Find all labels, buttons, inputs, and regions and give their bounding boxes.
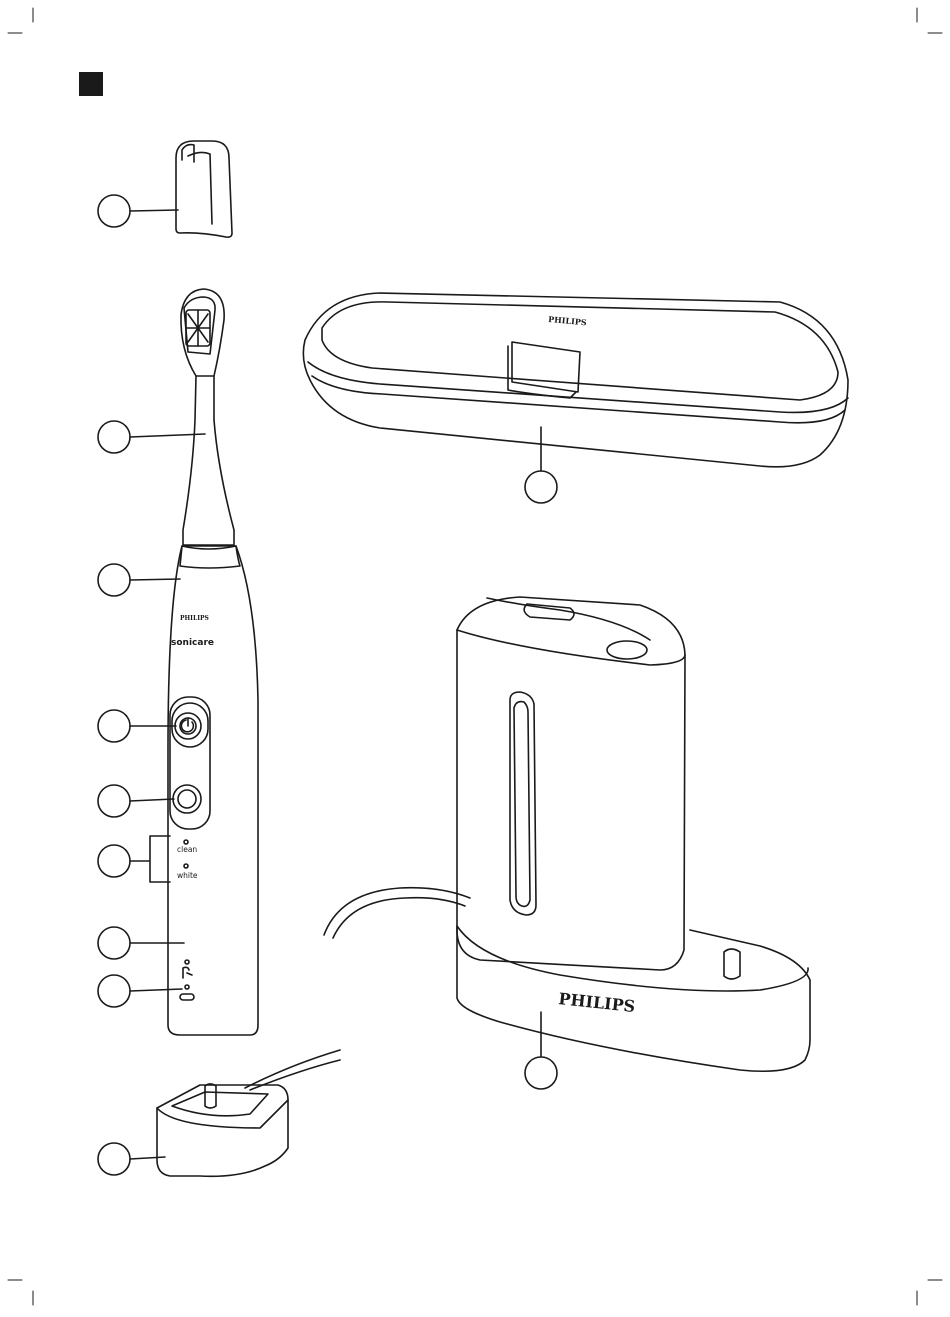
protective-cap	[176, 141, 232, 237]
callout-circle-9	[98, 1143, 130, 1175]
handle-brand: PHILIPS	[180, 615, 209, 622]
callout-circle-6	[98, 845, 130, 877]
callout-circle-1	[98, 195, 130, 227]
clean-indicator	[184, 840, 188, 844]
button-panel	[170, 697, 210, 829]
power-button-outline	[172, 703, 208, 747]
white-indicator	[184, 864, 188, 868]
callout-circle-11	[525, 1057, 557, 1089]
callout-circle-8	[98, 975, 130, 1007]
charger	[157, 1050, 340, 1176]
callout-circle-5	[98, 785, 130, 817]
callout-circle-4	[98, 710, 130, 742]
callout-bracket-6	[130, 836, 170, 882]
handle-product-name: sonicare	[171, 638, 214, 648]
brushhead-indicator	[185, 960, 189, 964]
section-marker	[79, 72, 103, 96]
callout-line-8	[130, 989, 182, 991]
callout-line-9	[130, 1157, 165, 1159]
brush-head	[181, 289, 234, 545]
mode-label-white: white	[177, 871, 198, 880]
battery-icon	[180, 994, 194, 1000]
case-brand: PHILIPS	[548, 314, 587, 327]
callout-circle-7	[98, 927, 130, 959]
brushhead-reminder-icon	[183, 967, 192, 978]
callout-circle-3	[98, 564, 130, 596]
callout-circle-10	[525, 471, 557, 503]
sanitizer-brand: PHILIPS	[558, 989, 637, 1016]
crop-marks	[8, 8, 942, 1305]
battery-indicator	[185, 985, 189, 989]
callout-line-1	[130, 210, 178, 211]
callout-line-3	[130, 579, 180, 580]
mode-label-clean: clean	[177, 845, 197, 854]
callout-circle-2	[98, 421, 130, 453]
